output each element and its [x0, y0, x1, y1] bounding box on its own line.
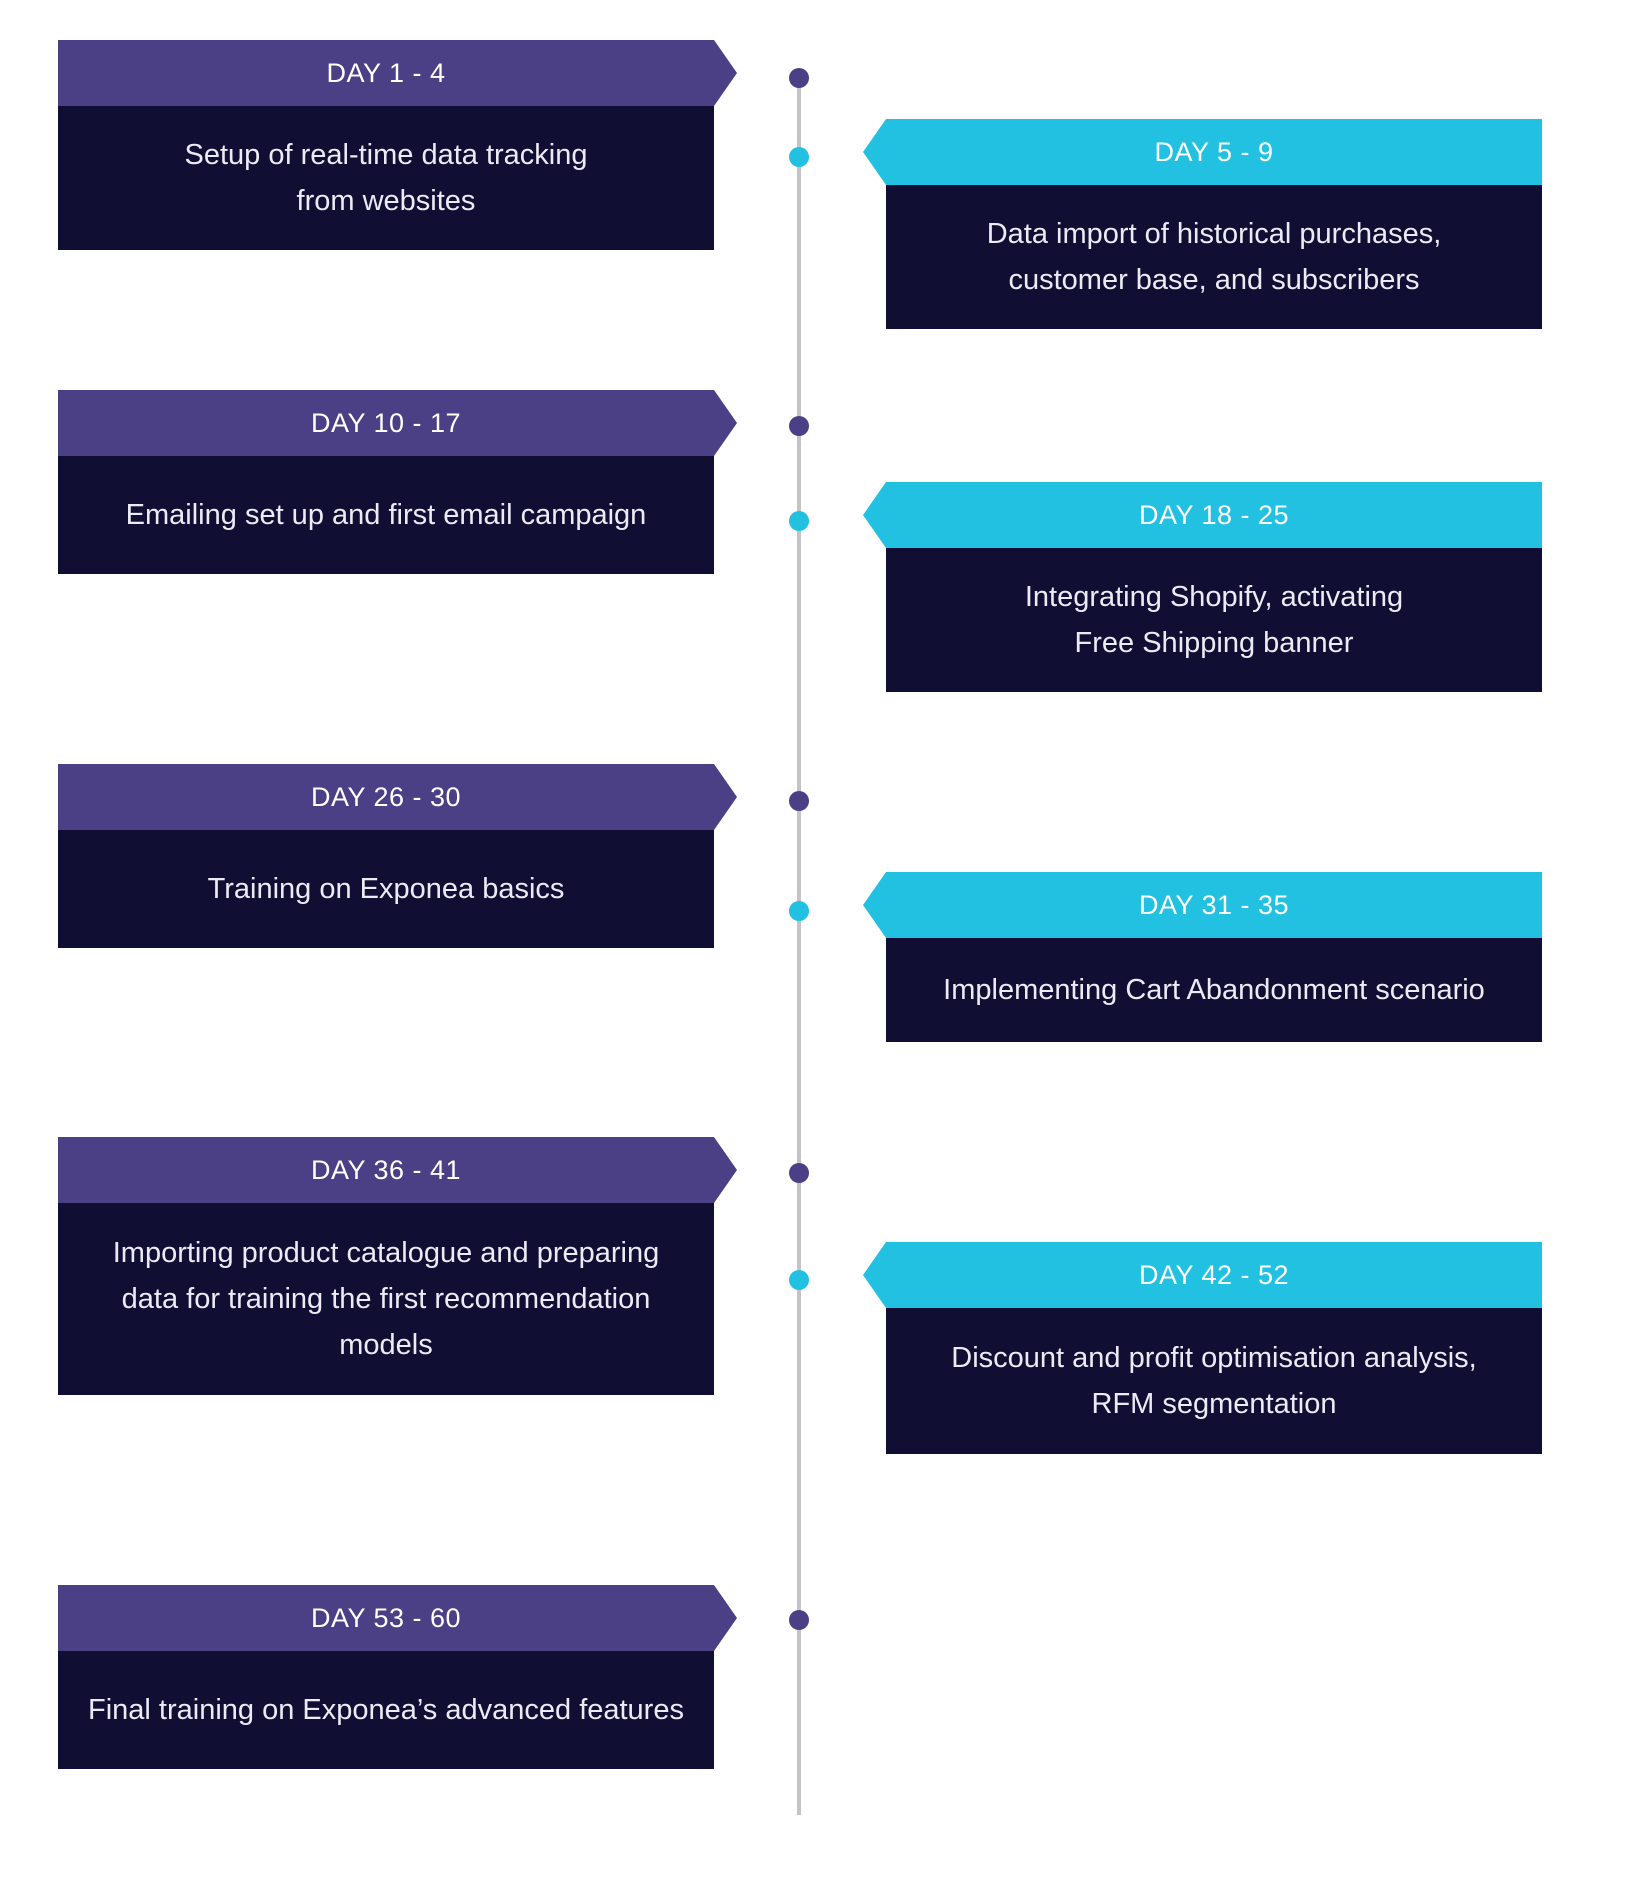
- milestone-body: Data import of historical purchases, cus…: [886, 185, 1542, 329]
- milestone-day-label: DAY 1 - 4: [326, 57, 446, 88]
- milestone-text: Training on Exponea basics: [207, 873, 565, 905]
- milestone-text: Final training on Exponea’s advanced fea…: [88, 1694, 684, 1726]
- milestone-day-header: DAY 1 - 4: [58, 40, 737, 106]
- milestone-text: Importing product catalogue and preparin…: [112, 1237, 660, 1361]
- milestone-text: Setup of real-time data tracking from we…: [184, 139, 588, 217]
- arrow-right-icon: [714, 1137, 737, 1203]
- milestone-day-label: DAY 36 - 41: [310, 1154, 462, 1185]
- milestone-text: Discount and profit optimisation analysi…: [951, 1342, 1477, 1420]
- milestone-day-header: DAY 26 - 30: [58, 764, 737, 830]
- milestone-day-label: DAY 31 - 35: [1138, 889, 1290, 920]
- milestone-day-label: DAY 5 - 9: [1154, 136, 1274, 167]
- milestone-day-label: DAY 18 - 25: [1138, 499, 1290, 530]
- arrow-left-icon: [863, 119, 886, 185]
- milestone-day-label: DAY 42 - 52: [1138, 1259, 1290, 1290]
- milestone-card: DAY 31 - 35 Implementing Cart Abandonmen…: [863, 872, 1542, 1042]
- milestone-text: Emailing set up and first email campaign: [125, 499, 647, 531]
- milestone-card: DAY 36 - 41 Importing product catalogue …: [58, 1137, 737, 1395]
- arrow-right-icon: [714, 764, 737, 830]
- milestone-body: Setup of real-time data tracking from we…: [58, 106, 714, 250]
- arrow-left-icon: [863, 1242, 886, 1308]
- milestone-body: Importing product catalogue and preparin…: [58, 1203, 714, 1395]
- milestone-body: Implementing Cart Abandonment scenario: [886, 938, 1542, 1042]
- milestone-day-label: DAY 10 - 17: [310, 407, 462, 438]
- milestone-day-header: DAY 18 - 25: [863, 482, 1542, 548]
- milestone-body: Emailing set up and first email campaign: [58, 456, 714, 574]
- arrow-right-icon: [714, 40, 737, 106]
- milestone-card: DAY 1 - 4 Setup of real-time data tracki…: [58, 40, 737, 250]
- milestone-card: DAY 18 - 25 Integrating Shopify, activat…: [863, 482, 1542, 692]
- milestone-text: Data import of historical purchases, cus…: [986, 218, 1442, 296]
- arrow-right-icon: [714, 1585, 737, 1651]
- milestone-day-header: DAY 31 - 35: [863, 872, 1542, 938]
- milestone-text: Integrating Shopify, activating Free Shi…: [1024, 581, 1404, 659]
- milestone-body: Final training on Exponea’s advanced fea…: [58, 1651, 714, 1769]
- timeline-axis: [797, 70, 801, 1815]
- timeline-dot: [789, 147, 809, 167]
- timeline-dot: [789, 901, 809, 921]
- milestone-card: DAY 26 - 30 Training on Exponea basics: [58, 764, 737, 948]
- milestone-day-header: DAY 42 - 52: [863, 1242, 1542, 1308]
- milestone-card: DAY 10 - 17 Emailing set up and first em…: [58, 390, 737, 574]
- arrow-right-icon: [714, 390, 737, 456]
- milestone-body: Training on Exponea basics: [58, 830, 714, 948]
- timeline-dot: [789, 791, 809, 811]
- timeline-dot: [789, 511, 809, 531]
- milestone-body: Discount and profit optimisation analysi…: [886, 1308, 1542, 1454]
- milestone-day-label: DAY 26 - 30: [310, 781, 462, 812]
- milestone-day-header: DAY 36 - 41: [58, 1137, 737, 1203]
- milestone-day-header: DAY 10 - 17: [58, 390, 737, 456]
- timeline-dot: [789, 1270, 809, 1290]
- arrow-left-icon: [863, 872, 886, 938]
- timeline-dot: [789, 416, 809, 436]
- arrow-left-icon: [863, 482, 886, 548]
- timeline-dot: [789, 1610, 809, 1630]
- milestone-card: DAY 53 - 60 Final training on Exponea’s …: [58, 1585, 737, 1769]
- milestone-body: Integrating Shopify, activating Free Shi…: [886, 548, 1542, 692]
- milestone-day-header: DAY 53 - 60: [58, 1585, 737, 1651]
- milestone-card: DAY 42 - 52 Discount and profit optimisa…: [863, 1242, 1542, 1454]
- milestone-day-label: DAY 53 - 60: [310, 1602, 462, 1633]
- milestone-card: DAY 5 - 9 Data import of historical purc…: [863, 119, 1542, 329]
- timeline-dot: [789, 68, 809, 88]
- milestone-text: Implementing Cart Abandonment scenario: [943, 974, 1485, 1006]
- milestone-day-header: DAY 5 - 9: [863, 119, 1542, 185]
- timeline-dot: [789, 1163, 809, 1183]
